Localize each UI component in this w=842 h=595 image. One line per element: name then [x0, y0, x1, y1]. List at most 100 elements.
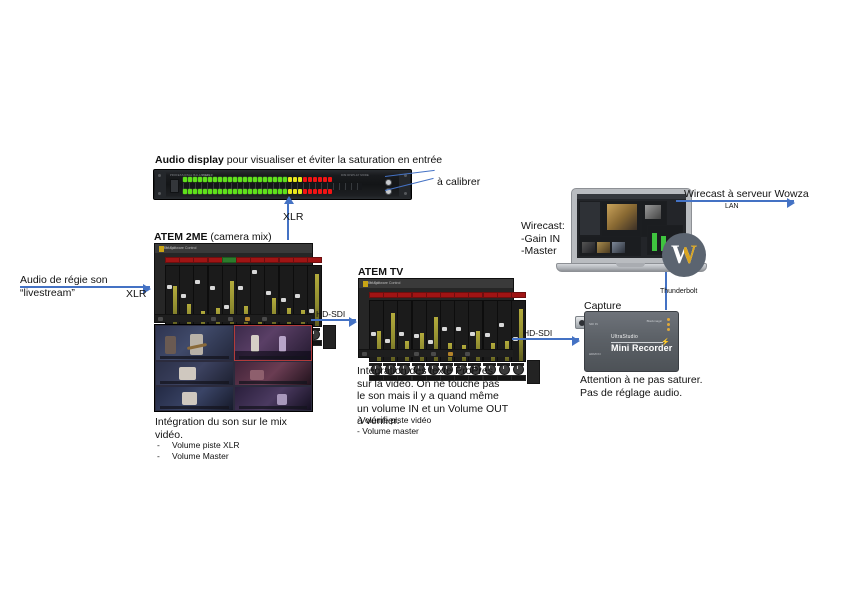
channel-fader-handle[interactable] — [167, 284, 172, 289]
atem-footer-icon[interactable] — [414, 351, 419, 356]
channel-on-button[interactable] — [165, 257, 180, 263]
channel-pan-knob[interactable] — [399, 364, 411, 375]
channel-fader-handle[interactable] — [181, 294, 187, 299]
channel-pan-knob[interactable] — [484, 364, 496, 375]
channel-fader-handle[interactable] — [252, 270, 258, 275]
led-segment — [323, 177, 327, 182]
channel-fader-handle[interactable] — [498, 323, 504, 328]
channel-fader-handle[interactable] — [294, 294, 300, 299]
channel-fader-handle[interactable] — [385, 339, 391, 343]
channel-fader-handle[interactable] — [413, 334, 419, 339]
channel-pan-knob[interactable] — [427, 364, 439, 375]
channel-fader-handle[interactable] — [195, 280, 201, 284]
channel-pan-knob[interactable] — [442, 364, 453, 375]
channel-fader-handle[interactable] — [427, 340, 433, 345]
channel-fader-handle[interactable] — [280, 298, 286, 302]
channel-on-button[interactable] — [482, 292, 498, 298]
channel-fader-handle[interactable] — [456, 327, 462, 331]
channel-on-button[interactable] — [383, 292, 399, 298]
channel-pan-knob[interactable] — [513, 364, 524, 375]
channel-on-button[interactable] — [221, 257, 237, 263]
wirecast-layer-list[interactable] — [579, 201, 601, 236]
channel-on-button[interactable] — [179, 257, 195, 263]
channel-on-button[interactable] — [468, 292, 484, 298]
atem-footer-icon-selected[interactable] — [448, 351, 453, 356]
wirecast-shot-thumb[interactable] — [582, 242, 595, 253]
channel-on-button[interactable] — [440, 292, 455, 298]
rack-knob-lower[interactable] — [385, 188, 392, 195]
channel-fader-handle[interactable] — [470, 331, 476, 336]
channel-on-button[interactable] — [250, 257, 266, 263]
atem-2me-footer-toolbar[interactable] — [155, 314, 312, 322]
channel-fader-handle[interactable] — [209, 286, 215, 290]
atem-footer-icon[interactable] — [431, 351, 436, 356]
wirecast-shot-thumb[interactable] — [597, 242, 610, 253]
channel-fader-handle[interactable] — [371, 331, 376, 336]
channel-on-button[interactable] — [454, 292, 470, 298]
channel-fader-track[interactable] — [468, 300, 484, 362]
channel-pan-knob[interactable] — [413, 364, 425, 375]
channel-pan-knob[interactable] — [470, 364, 482, 375]
led-scale-tick — [321, 183, 326, 190]
atem-footer-icon[interactable] — [362, 351, 367, 356]
led-segment — [273, 189, 277, 194]
channel-fader-handle[interactable] — [223, 305, 229, 310]
channel-pan-knob[interactable] — [385, 364, 397, 375]
atem-footer-icon[interactable] — [262, 316, 267, 321]
atem-tv-software-control[interactable]: ATEM Software Control Blackmagic — [358, 278, 541, 384]
led-segment — [253, 189, 257, 194]
channel-on-button[interactable] — [397, 292, 413, 298]
mixer-channel-strip[interactable] — [468, 292, 484, 366]
channel-fader-handle[interactable] — [399, 331, 405, 336]
mixer-master-controls[interactable] — [323, 325, 337, 349]
channel-on-button[interactable] — [236, 257, 251, 263]
led-segment — [223, 189, 227, 194]
channel-on-button[interactable] — [264, 257, 280, 263]
recorder-note-line1: Attention à ne pas saturer. — [580, 374, 703, 386]
recorder-led — [667, 323, 670, 326]
channel-on-button[interactable] — [496, 292, 512, 298]
channel-fader-handle[interactable] — [238, 286, 243, 290]
led-segment — [313, 177, 317, 182]
channel-fader-handle[interactable] — [442, 327, 447, 331]
mixer-channel-strip[interactable] — [264, 257, 280, 331]
channel-fader-track[interactable] — [511, 300, 526, 362]
atem-footer-icon[interactable] — [228, 316, 233, 321]
sdi-connector-pin — [579, 319, 585, 326]
led-segment — [238, 177, 242, 182]
channel-on-button[interactable] — [369, 292, 384, 298]
atem-footer-icon-selected[interactable] — [245, 316, 250, 321]
channel-on-button[interactable] — [193, 257, 209, 263]
multiview-cell-label — [160, 381, 229, 385]
atem-tv-audio-mixer[interactable] — [359, 288, 541, 384]
rack-power-switch[interactable] — [170, 179, 179, 193]
wirecast-shot-thumb[interactable] — [612, 242, 625, 253]
atem-footer-icon[interactable] — [465, 351, 470, 356]
channel-on-button[interactable] — [307, 257, 322, 263]
channel-on-button[interactable] — [511, 292, 526, 298]
channel-pan-knob[interactable] — [456, 364, 468, 375]
mixer-channel-strip[interactable] — [307, 257, 322, 331]
multiview-cell — [233, 361, 312, 387]
channel-fader-handle[interactable] — [309, 308, 314, 313]
channel-on-button[interactable] — [207, 257, 223, 263]
laptop-screen-wirecast[interactable] — [577, 194, 686, 258]
channel-pan-knob[interactable] — [498, 364, 510, 375]
channel-on-button[interactable] — [411, 292, 427, 298]
rack-knob-upper[interactable] — [385, 179, 392, 186]
mixer-channel-strip[interactable] — [511, 292, 526, 366]
channel-on-button[interactable] — [292, 257, 308, 263]
channel-fader-handle[interactable] — [484, 333, 490, 337]
channel-pan-knob[interactable] — [371, 364, 382, 375]
channel-on-button[interactable] — [278, 257, 294, 263]
atem-tv-footer-toolbar[interactable] — [359, 349, 513, 357]
led-segment — [313, 189, 317, 194]
thunderbolt-icon: ⚡ — [661, 339, 670, 346]
atem-footer-icon[interactable] — [211, 316, 216, 321]
channel-fader-track[interactable] — [383, 300, 399, 362]
atem-footer-icon[interactable] — [158, 316, 163, 321]
channel-on-button[interactable] — [425, 292, 441, 298]
mixer-master-controls[interactable] — [527, 360, 541, 384]
channel-fader-track[interactable] — [307, 265, 322, 327]
channel-fader-handle[interactable] — [266, 290, 272, 295]
